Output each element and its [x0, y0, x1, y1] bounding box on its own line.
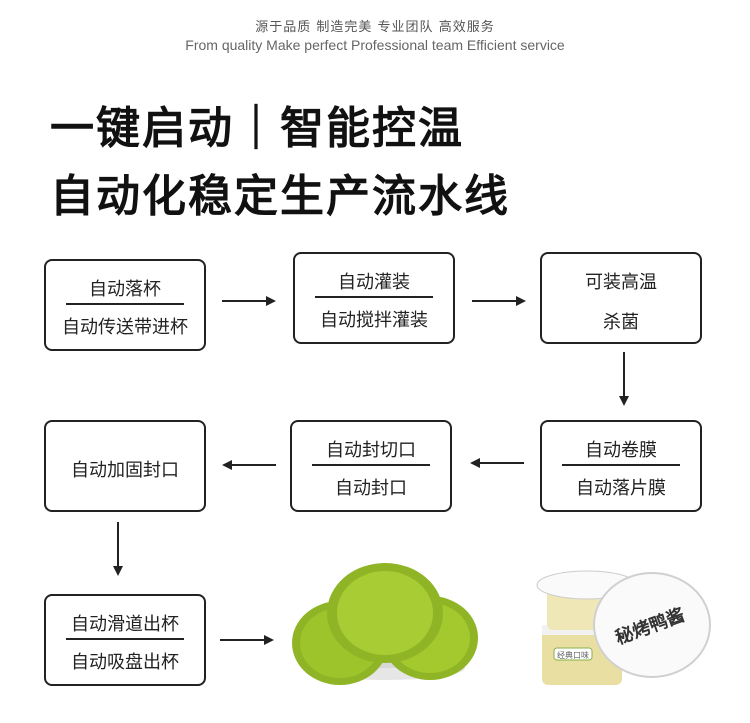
arrow-right-2: [472, 296, 526, 306]
step-top-label: 自动卷膜: [585, 440, 657, 461]
divider: [315, 296, 433, 298]
step-reinforce-seal: 自动加固封口: [44, 420, 206, 512]
divider: [312, 464, 430, 466]
small-label: 经典口味: [557, 650, 589, 660]
step-auto-cup-output: 自动滑道出杯 自动吸盘出杯: [44, 594, 206, 686]
headline-1: 一键启动｜智能控温: [50, 103, 464, 154]
step-top-label: 自动滑道出杯: [71, 614, 179, 635]
step-auto-filling: 自动灌装 自动搅拌灌装: [293, 252, 455, 344]
arrow-down-1: [619, 352, 629, 406]
arrow-left-1: [470, 458, 524, 468]
divider: [66, 303, 184, 305]
step-top-label: 自动加固封口: [71, 460, 179, 481]
step-top-label: 可装高温: [585, 272, 657, 293]
divider: [66, 638, 184, 640]
step-bottom-label: 自动吸盘出杯: [71, 652, 179, 673]
step-high-temp-sterilize: 可装高温 杀菌: [540, 252, 702, 344]
step-bottom-label: 自动传送带进杯: [62, 317, 188, 338]
step-bottom-label: 杀菌: [603, 312, 639, 333]
sauce-cups-image: 秘烤鸭酱 经典口味: [536, 570, 711, 685]
arrow-right-3: [220, 635, 274, 645]
step-auto-film-roll: 自动卷膜 自动落片膜: [540, 420, 702, 512]
divider: [562, 464, 680, 466]
step-bottom-label: 自动封口: [335, 478, 407, 499]
tagline-cn: 源于品质 制造完美 专业团队 高效服务: [255, 20, 495, 35]
tagline-en: From quality Make perfect Professional t…: [185, 37, 565, 53]
headline-2: 自动化稳定生产流水线: [50, 171, 510, 222]
arrow-down-2: [113, 522, 123, 576]
arrow-left-2: [222, 460, 276, 470]
step-bottom-label: 自动落片膜: [576, 478, 666, 499]
step-auto-seal-cut: 自动封切口 自动封口: [290, 420, 452, 512]
step-top-label: 自动落杯: [89, 279, 161, 300]
step-auto-cup-drop: 自动落杯 自动传送带进杯: [44, 259, 206, 351]
arrow-right-1: [222, 296, 276, 306]
green-lid-cups-image: [292, 563, 478, 685]
step-top-label: 自动灌装: [338, 272, 410, 293]
step-top-label: 自动封切口: [326, 440, 416, 461]
step-bottom-label: 自动搅拌灌装: [320, 310, 428, 331]
